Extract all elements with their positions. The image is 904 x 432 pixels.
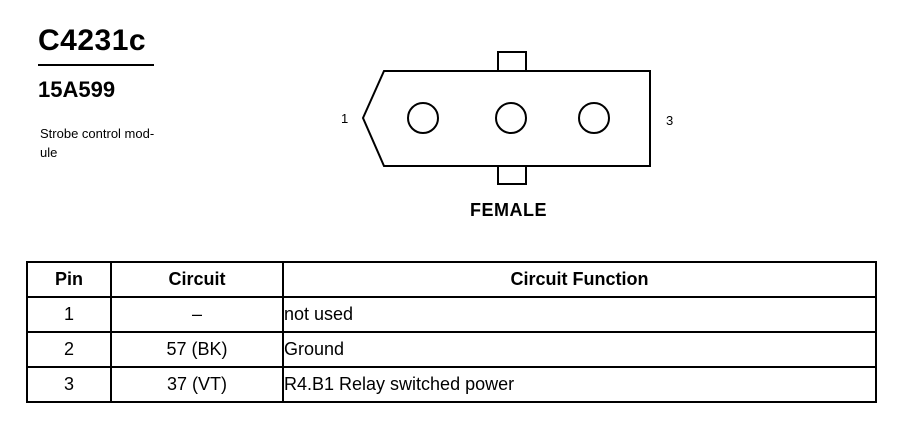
cell-function: not used [282,296,877,333]
connector-id: C4231c [38,24,147,57]
table-header-row: Pin Circuit Circuit Function [26,261,877,298]
pin-cavity-3 [578,102,610,134]
bottom-latch-tab [497,165,527,185]
connector-gender-label: FEMALE [470,200,547,220]
description-text: Strobe control mod- ule [40,126,155,160]
connector-face-diagram [361,51,651,185]
cell-pin: 3 [26,366,112,403]
cell-pin: 1 [26,296,112,333]
pin-cavity-1 [407,102,439,134]
part-number: 15A599 [38,77,116,102]
cell-pin: 2 [26,331,112,368]
top-latch-tab [497,51,527,72]
cell-function: Ground [282,331,877,368]
component-description: Strobe control mod- ule [40,124,190,162]
header-circuit-function: Circuit Function [282,261,877,298]
header-circuit: Circuit [110,261,284,298]
table-row: 1 – not used [26,296,877,333]
cell-circuit: 37 (VT) [110,366,284,403]
cell-circuit: 57 (BK) [110,331,284,368]
cell-circuit: – [110,296,284,333]
connector-body-outline [361,70,651,167]
connector-id-underline [38,64,154,66]
table-row: 3 37 (VT) R4.B1 Relay switched power [26,366,877,403]
header-pin: Pin [26,261,112,298]
pinout-table: Pin Circuit Circuit Function 1 – not use… [26,261,877,403]
pin-label-3: 3 [666,113,674,128]
pin-label-1: 1 [341,111,349,126]
table-row: 2 57 (BK) Ground [26,331,877,368]
cell-function: R4.B1 Relay switched power [282,366,877,403]
pin-cavity-2 [495,102,527,134]
